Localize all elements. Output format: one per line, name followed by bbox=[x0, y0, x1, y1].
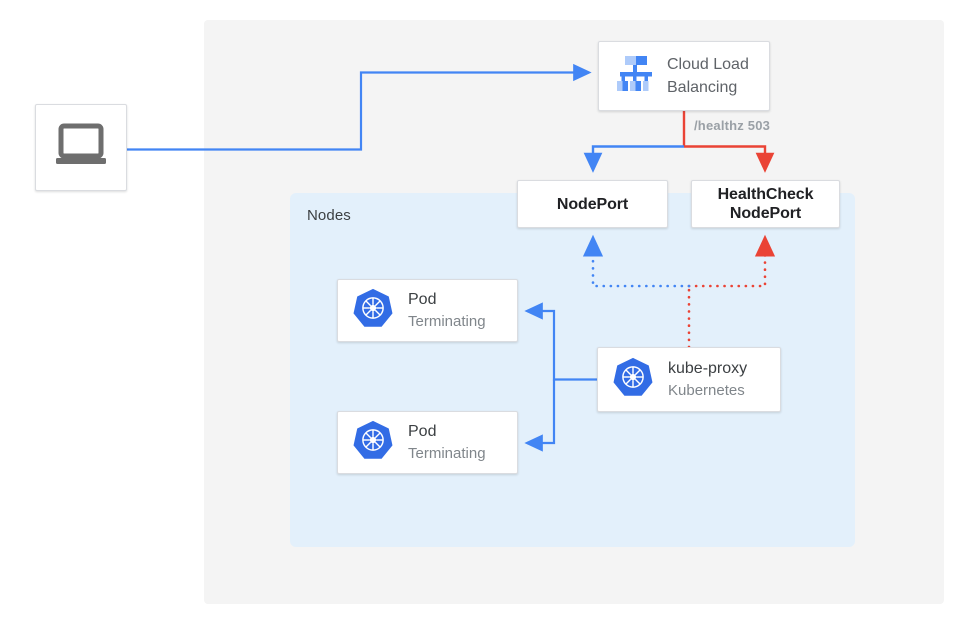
nodes-group-label: Nodes bbox=[307, 207, 351, 224]
client-laptop-node[interactable] bbox=[35, 104, 127, 191]
cloud-load-balancing-label-line2: Balancing bbox=[667, 79, 738, 96]
kube-proxy-title: kube-proxy bbox=[668, 360, 748, 377]
healthcheck-nodeport-label-line2: NodePort bbox=[729, 205, 802, 222]
pod-node-2[interactable]: Pod Terminating bbox=[337, 411, 518, 474]
nodeport-node[interactable]: NodePort bbox=[517, 180, 668, 228]
pod-2-title: Pod bbox=[408, 423, 437, 440]
kubernetes-icon bbox=[352, 419, 394, 466]
healthcheck-nodeport-label-line1: HealthCheck bbox=[717, 186, 814, 203]
laptop-icon bbox=[53, 122, 109, 173]
healthcheck-nodeport-node[interactable]: HealthCheck NodePort bbox=[691, 180, 840, 228]
kube-proxy-subtitle: Kubernetes bbox=[668, 382, 745, 399]
kubernetes-icon bbox=[352, 287, 394, 334]
pod-2-text: Pod Terminating bbox=[408, 421, 486, 464]
pod-1-status: Terminating bbox=[408, 313, 486, 330]
pod-2-status: Terminating bbox=[408, 445, 486, 462]
pod-1-title: Pod bbox=[408, 291, 437, 308]
cloud-load-balancing-label: Cloud Load Balancing bbox=[667, 53, 749, 99]
healthcheck-nodeport-label: HealthCheck NodePort bbox=[718, 185, 814, 223]
cloud-load-balancing-node[interactable]: Cloud Load Balancing bbox=[598, 41, 770, 111]
nodeport-label: NodePort bbox=[556, 195, 629, 213]
pod-1-text: Pod Terminating bbox=[408, 289, 486, 332]
kubernetes-icon bbox=[612, 356, 654, 403]
cloud-load-balancing-label-line1: Cloud Load bbox=[667, 56, 749, 73]
healthz-status-label: /healthz 503 bbox=[694, 118, 771, 133]
kube-proxy-node[interactable]: kube-proxy Kubernetes bbox=[597, 347, 781, 412]
pod-node-1[interactable]: Pod Terminating bbox=[337, 279, 518, 342]
kube-proxy-text: kube-proxy Kubernetes bbox=[668, 358, 747, 401]
cloud-load-balancing-icon bbox=[609, 54, 655, 99]
